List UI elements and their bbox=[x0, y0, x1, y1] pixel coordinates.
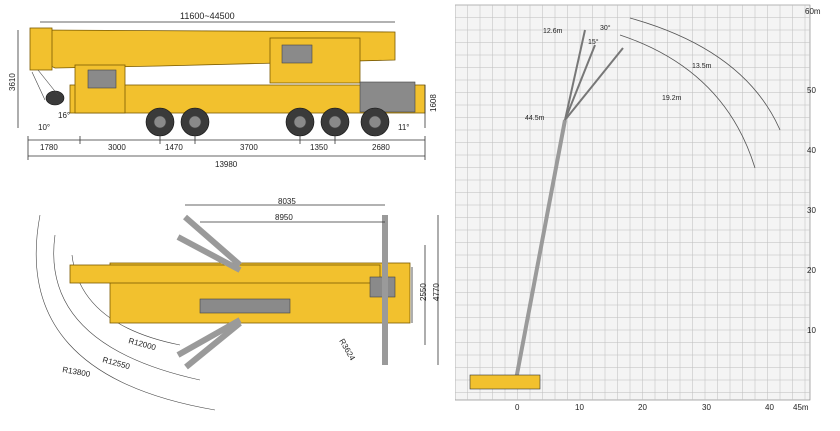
main-boom-label: 44.5m bbox=[525, 115, 545, 122]
segment-5: 1350 bbox=[310, 143, 328, 152]
rear-height-label: 1608 bbox=[429, 94, 438, 112]
mid-angle-label: 15° bbox=[588, 38, 599, 46]
radius-c-label: R13800 bbox=[62, 365, 92, 379]
boom-length-label: 11600~44500 bbox=[180, 11, 235, 21]
side-view-drawing: 11600~44500 3610 1608 16° 10° 11° 1780 3… bbox=[8, 11, 438, 169]
side-view-panel: 11600~44500 3610 1608 16° 10° 11° 1780 3… bbox=[0, 0, 445, 175]
svg-text:40: 40 bbox=[807, 146, 816, 155]
main-boom-line bbox=[513, 119, 567, 386]
segment-6: 2680 bbox=[372, 143, 390, 152]
crane-base bbox=[469, 374, 541, 390]
segment-4: 3700 bbox=[240, 143, 258, 152]
width-b-label: 4770 bbox=[432, 283, 441, 301]
range-chart-panel: 12.6m 30° 15° 13.5m 19.2m 44.5m 60m 45m … bbox=[454, 0, 840, 426]
y-ticks: 10 20 30 40 50 bbox=[807, 86, 816, 335]
outriggers bbox=[176, 214, 388, 370]
segment-3: 1470 bbox=[165, 143, 183, 152]
range-chart-drawing: 12.6m 30° 15° 13.5m 19.2m 44.5m 60m 45m … bbox=[454, 4, 821, 412]
width-a-label: 2550 bbox=[419, 283, 428, 301]
svg-text:50: 50 bbox=[807, 86, 816, 95]
radius-b-label: R12550 bbox=[101, 355, 131, 371]
svg-text:20: 20 bbox=[638, 403, 647, 412]
jib-a-label: 13.5m bbox=[692, 63, 712, 70]
segment-2: 3000 bbox=[108, 143, 126, 152]
angle-front-label: 16° bbox=[58, 111, 70, 120]
svg-text:30: 30 bbox=[807, 206, 816, 215]
boom-top bbox=[69, 264, 381, 284]
fly-jib-2 bbox=[564, 44, 596, 121]
grid bbox=[454, 4, 810, 400]
height-label: 3610 bbox=[8, 73, 17, 91]
radius-small-label: R3624 bbox=[337, 337, 357, 362]
svg-text:30: 30 bbox=[702, 403, 711, 412]
svg-text:20: 20 bbox=[807, 266, 816, 275]
segment-1: 1780 bbox=[40, 143, 58, 152]
angle-rear-label: 11° bbox=[398, 123, 410, 132]
radius-a-label: R12000 bbox=[127, 336, 157, 352]
boom-head bbox=[29, 27, 53, 71]
top-view-panel: 8035 8950 2550 4770 7300 R3624 R12000 R1… bbox=[0, 195, 454, 426]
radius-arc-b bbox=[53, 234, 201, 381]
radius-arc-c bbox=[35, 214, 216, 411]
hook-block bbox=[45, 90, 65, 106]
svg-text:10: 10 bbox=[807, 326, 816, 335]
fly-jib-1 bbox=[564, 29, 586, 121]
counterweight bbox=[359, 81, 416, 113]
y-unit-label: 60m bbox=[805, 7, 821, 16]
top-view-drawing: 8035 8950 2550 4770 7300 R3624 R12000 R1… bbox=[35, 197, 454, 411]
x-unit-label: 45m bbox=[793, 403, 809, 412]
total-length-label: 13980 bbox=[215, 160, 238, 169]
outrigger-a-label: 8035 bbox=[278, 197, 296, 206]
svg-text:10: 10 bbox=[575, 403, 584, 412]
svg-text:40: 40 bbox=[765, 403, 774, 412]
angle-low-label: 10° bbox=[38, 123, 50, 132]
jib-b-label: 19.2m bbox=[662, 95, 682, 102]
svg-text:0: 0 bbox=[515, 403, 520, 412]
fly-jib-3 bbox=[564, 47, 624, 121]
top-len-label: 12.6m bbox=[543, 28, 563, 35]
top-angle-label: 30° bbox=[600, 24, 611, 32]
outrigger-b-label: 8950 bbox=[275, 213, 293, 222]
x-ticks: 0 10 20 30 40 bbox=[515, 403, 774, 412]
wheels bbox=[145, 107, 390, 137]
